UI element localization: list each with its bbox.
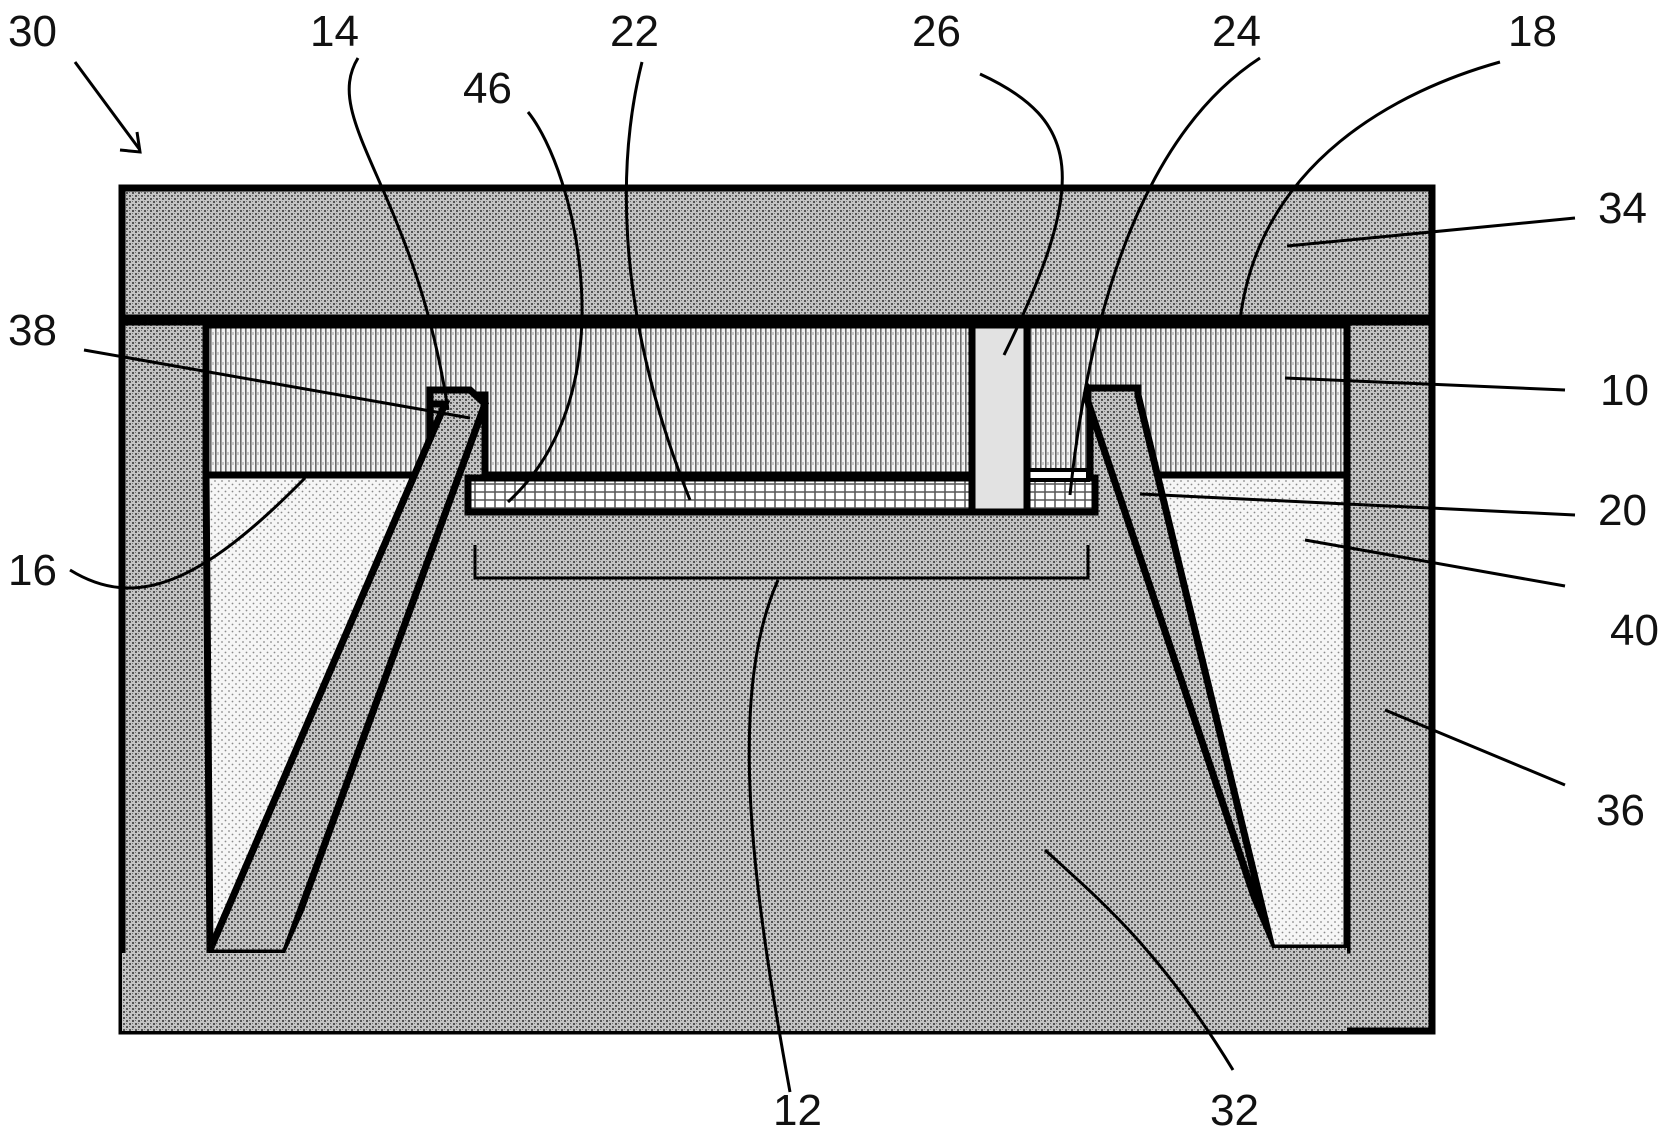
ref-30: 30: [8, 7, 57, 56]
ref-16: 16: [8, 546, 57, 595]
ref-38: 38: [8, 306, 57, 355]
ref-34: 34: [1598, 184, 1647, 233]
ref-24: 24: [1212, 7, 1261, 56]
ref-20: 20: [1598, 486, 1647, 535]
ref-14: 14: [310, 7, 359, 56]
via-column: [972, 325, 1027, 512]
top-layer: [122, 188, 1432, 320]
right-bond-pad: [1028, 470, 1088, 480]
ref-12: 12: [773, 1086, 822, 1132]
ref-10: 10: [1600, 366, 1649, 415]
ref-40: 40: [1610, 606, 1659, 655]
ref-32: 32: [1210, 1086, 1259, 1132]
chip-die: [206, 325, 1347, 475]
ref-22: 22: [610, 7, 659, 56]
ref-36: 36: [1596, 786, 1645, 835]
ref-18: 18: [1508, 7, 1557, 56]
ref-46: 46: [463, 64, 512, 113]
arrow-30: [75, 62, 140, 150]
ref-26: 26: [912, 7, 961, 56]
